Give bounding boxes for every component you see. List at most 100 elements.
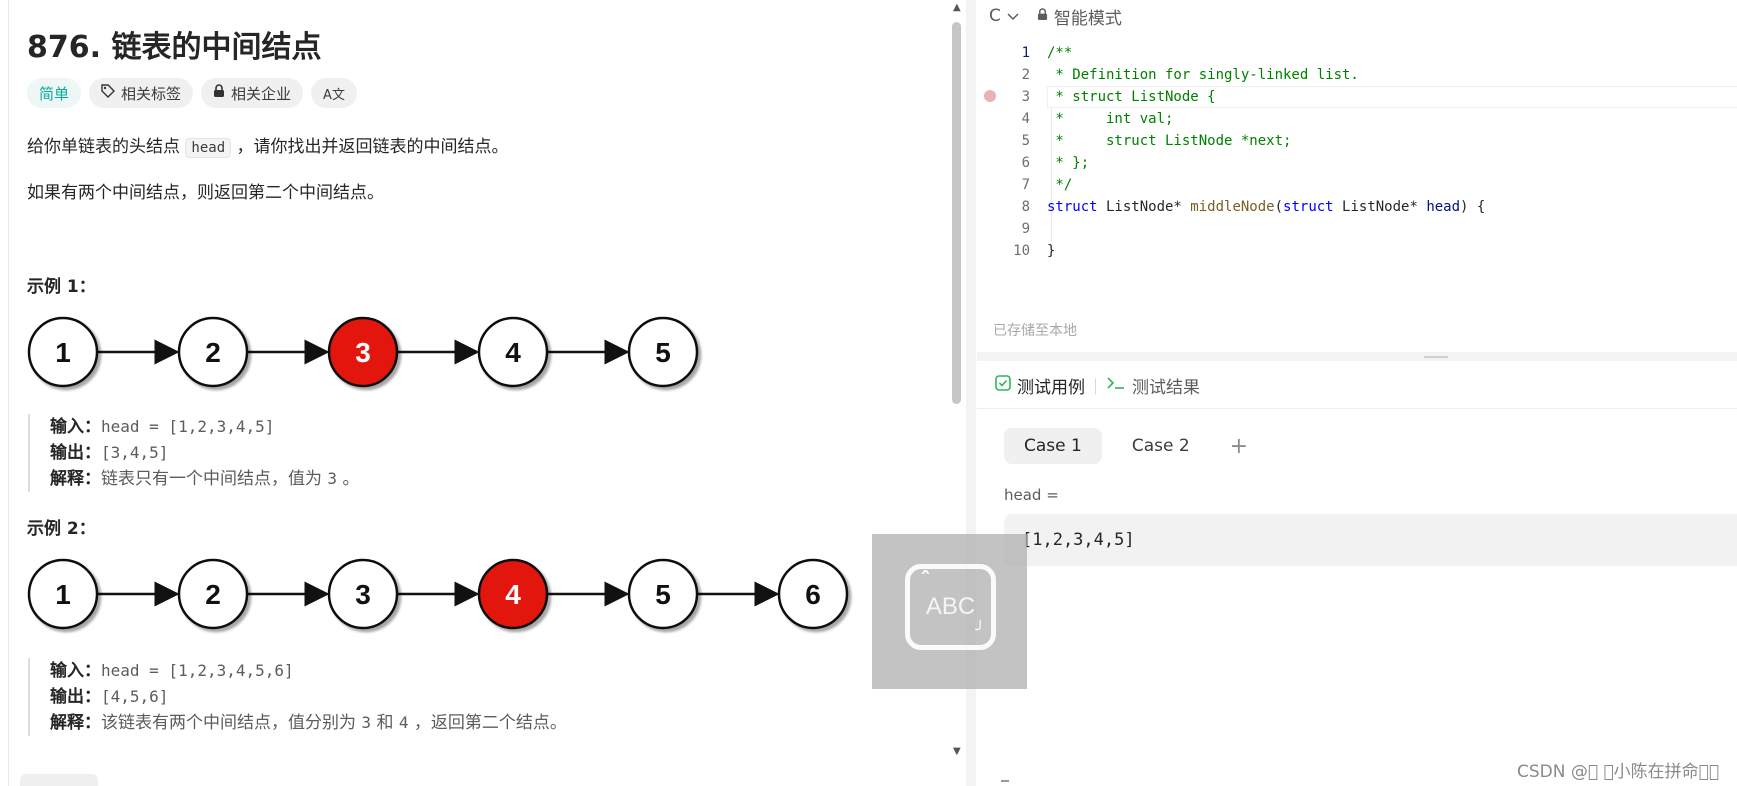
tab-testresult[interactable]: 测试结果 [1106, 373, 1200, 398]
head-input-value[interactable]: [1,2,3,4,5] [1022, 530, 1135, 550]
node-label: 5 [655, 579, 671, 610]
input-value: head = [1,2,3,4,5] [101, 417, 275, 436]
head-input[interactable] [1004, 514, 1737, 566]
tag-row: 简单 相关标签 相关企业 A文 [27, 78, 357, 108]
output-label: 输出： [50, 687, 101, 707]
list-node [177, 316, 249, 388]
translate-button[interactable]: A文 [311, 78, 357, 108]
tab-divider [1095, 377, 1096, 394]
node-label: 4 [505, 579, 521, 610]
code-text: } [1047, 243, 1056, 259]
checkbox-icon [995, 375, 1011, 396]
indent-guide [1051, 108, 1052, 242]
chevron-down-icon [1007, 6, 1019, 26]
breakpoint-dot[interactable] [984, 90, 996, 102]
explain-code: 3 [361, 713, 372, 732]
description-paragraph-1: 给你单链表的头结点 head ，请你找出并返回链表的中间结点。 [27, 132, 509, 158]
code-text: * struct ListNode *next; [1047, 133, 1292, 149]
explain-text: ，返回第二个结点。 [408, 713, 567, 733]
problem-title: 876. 链表的中间结点 [27, 30, 322, 65]
code-line: 9 [977, 218, 1737, 240]
explain-text: 该链表有两个中间结点，值分别为 [101, 713, 362, 733]
scroll-up-arrow-icon[interactable]: ▲ [953, 2, 961, 13]
middle-node [477, 558, 549, 630]
line-number: 3 [1021, 89, 1030, 105]
explain-text: 和 [371, 713, 399, 733]
related-companies-label: 相关企业 [231, 84, 292, 103]
list-node [327, 558, 399, 630]
line-number: 2 [1021, 67, 1030, 83]
node-label: 3 [355, 337, 371, 368]
example-1-heading: 示例 1： [27, 277, 96, 297]
tab-testresult-label: 测试结果 [1132, 378, 1200, 398]
code-text: * }; [1047, 155, 1090, 171]
output-value: [4,5,6] [101, 687, 169, 706]
input-value: head = [1,2,3,4,5,6] [101, 661, 294, 680]
input-label: 输入： [50, 417, 101, 437]
scrollbar-thumb[interactable] [952, 22, 961, 404]
code-text: * int val; [1047, 111, 1174, 127]
lock-icon [213, 84, 225, 102]
input-label: 输入： [50, 661, 101, 681]
code-line: 10} [977, 240, 1737, 262]
language-select[interactable]: C [989, 6, 1019, 26]
line-number: 4 [1021, 111, 1030, 127]
panel-border [8, 0, 9, 786]
code-text: /** [1047, 45, 1073, 61]
tab-testcases[interactable]: 测试用例 [995, 373, 1085, 398]
code-line: 5 * struct ListNode *next; [977, 130, 1737, 152]
saved-status: 已存储至本地 [993, 323, 1077, 339]
node-label: 1 [55, 337, 71, 368]
smart-mode-label: 智能模式 [1053, 8, 1122, 29]
line-number: 8 [1021, 199, 1030, 215]
watermark: CSDN @   小陈在拼命   [1517, 762, 1720, 782]
code-line: 1/** [977, 42, 1737, 64]
output-value: [3,4,5] [101, 443, 169, 462]
corner-curve-icon: ╯ [975, 620, 985, 639]
list-node [177, 558, 249, 630]
translate-icon: A文 [323, 87, 345, 103]
related-tags-button[interactable]: 相关标签 [89, 78, 194, 108]
related-companies-button[interactable]: 相关企业 [201, 78, 304, 108]
middle-node [327, 316, 399, 388]
bottom-tab-stub[interactable] [20, 774, 98, 786]
keyboard-icon: ˆ ABC ╯ [905, 564, 996, 650]
line-number: 5 [1021, 133, 1030, 149]
desc-inline-code: head [185, 138, 232, 158]
explain-code: 4 [398, 713, 409, 732]
terminal-icon [1106, 375, 1126, 396]
code-editor[interactable]: 1/** 2 * Definition for singly-linked li… [977, 42, 1737, 342]
splitter-handle[interactable] [1424, 356, 1448, 358]
node-label: 2 [205, 579, 221, 610]
line-number: 7 [1021, 177, 1030, 193]
horizontal-splitter[interactable] [977, 352, 1737, 361]
difficulty-badge[interactable]: 简单 [27, 78, 82, 108]
add-case-icon[interactable]: + [1229, 433, 1249, 459]
smart-mode-toggle[interactable]: 智能模式 [1037, 4, 1122, 29]
output-label: 输出： [50, 443, 101, 463]
node-label: 4 [505, 337, 521, 368]
code-text: struct ListNode* middleNode(struct ListN… [1047, 199, 1486, 215]
editor-panel: C 智能模式 1/** 2 * Definition for singly-li… [977, 0, 1737, 786]
line-number: 9 [1021, 221, 1030, 237]
tabs-divider-line [977, 408, 1737, 409]
explain-code: 3 [327, 469, 338, 488]
scroll-down-arrow-icon[interactable]: ▼ [953, 746, 961, 757]
list-node [477, 316, 549, 388]
list-node [27, 316, 99, 388]
tag-icon [101, 84, 116, 102]
code-line: 6 * }; [977, 152, 1737, 174]
ime-overlay: ˆ ABC ╯ [872, 534, 1027, 689]
desc-text: 给你单链表的头结点 [27, 137, 186, 157]
example-2-block: 输入：head = [1,2,3,4,5,6] 输出：[4,5,6] 解释：该链… [28, 658, 567, 736]
code-text: * Definition for singly-linked list. [1047, 67, 1359, 83]
list-node [627, 316, 699, 388]
case-1-tab[interactable]: Case 1 [1004, 428, 1102, 464]
code-line: 4 * int val; [977, 108, 1737, 130]
case-2-tab[interactable]: Case 2 [1131, 436, 1190, 456]
explain-text: 链表只有一个中间结点，值为 [101, 469, 328, 489]
current-line-highlight [1047, 86, 1737, 108]
bottom-mark [1001, 780, 1009, 782]
code-line: 7 */ [977, 174, 1737, 196]
panel-splitter[interactable] [966, 0, 976, 786]
